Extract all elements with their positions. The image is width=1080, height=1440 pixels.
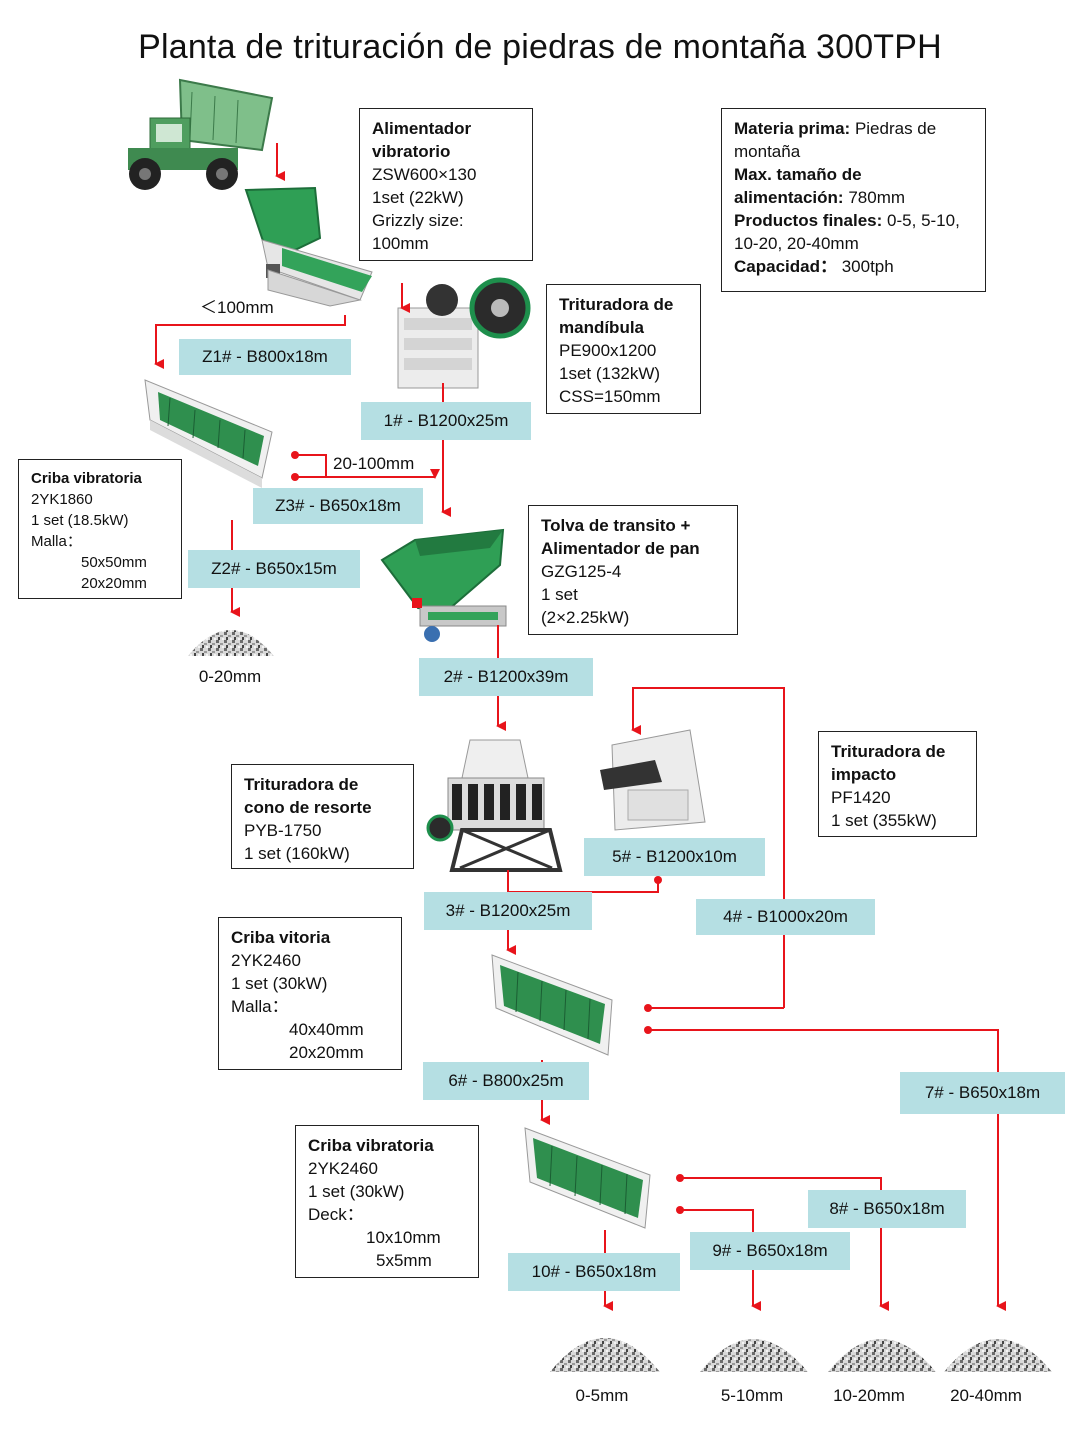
hopper-pan-feeder-icon	[380, 528, 507, 642]
range-20-100-label: 20-100mm	[333, 454, 415, 473]
impact-crusher-info-box: Trituradora de impacto PF1420 1 set (355…	[818, 731, 977, 837]
impact-name: Trituradora de impacto	[831, 742, 946, 784]
screen2-model: 2YK2460	[231, 951, 301, 970]
cone-name: Trituradora de cono de resorte	[244, 775, 372, 817]
capacity-value: 300tph	[841, 257, 894, 276]
max-size-label: Max. tamaño de alimentación:	[734, 165, 862, 207]
belt-1: 1# - B1200x25m	[361, 402, 531, 440]
belt-10: 10# - B650x18m	[508, 1253, 680, 1291]
gravel-pile-0-20-icon	[188, 630, 274, 656]
screen3-deck-1: 10x10mm	[366, 1228, 441, 1247]
gravel-pile-5-10-icon	[700, 1339, 808, 1372]
feeder-grizzly-size: 100mm	[372, 234, 429, 253]
gravel-pile-10-20-icon	[828, 1339, 936, 1372]
screen3-model: 2YK2460	[308, 1159, 378, 1178]
belt-5: 5# - B1200x10m	[584, 838, 765, 876]
cone-power: 1 set (160kW)	[244, 844, 350, 863]
gravel-pile-0-5-icon	[550, 1338, 660, 1372]
vibrating-screen-2-icon	[491, 954, 613, 1056]
belt-3: 3# - B1200x25m	[424, 892, 592, 930]
screen2-mesh-2: 20x20mm	[289, 1043, 364, 1062]
screen3-info-box: Criba vibratoria 2YK2460 1 set (30kW) De…	[295, 1125, 479, 1278]
page-title: Planta de trituración de piedras de mont…	[138, 28, 942, 66]
belt-6: 6# - B800x25m	[423, 1062, 589, 1100]
cone-crusher-icon	[426, 739, 563, 872]
impact-model: PF1420	[831, 788, 891, 807]
max-size-value: 780mm	[848, 188, 906, 207]
capacity-label: Capacidad：	[734, 257, 837, 276]
belt-8: 8# - B650x18m	[808, 1190, 966, 1228]
jaw-power: 1set (132kW)	[559, 364, 661, 383]
belt-7: 7# - B650x18m	[900, 1072, 1065, 1114]
vibrating-screen-3-icon	[524, 1127, 651, 1229]
belt-z3: Z3# - B650x18m	[253, 488, 423, 524]
feeder-name: Alimentador vibratorio	[372, 119, 472, 161]
cone-model: PYB-1750	[244, 821, 322, 840]
raw-material-info-box: Materia prima: Piedras de montaña Max. t…	[721, 108, 986, 292]
screen1-name: Criba vibratoria	[31, 470, 142, 487]
hopper-power: (2×2.25kW)	[541, 608, 630, 627]
product-label-10-20: 10-20mm	[833, 1386, 905, 1405]
feeder-grizzly-label: Grizzly size:	[372, 211, 464, 230]
screen1-model: 2YK1860	[31, 491, 93, 508]
screen3-name: Criba vibratoria	[308, 1136, 434, 1155]
belt-4: 4# - B1000x20m	[696, 899, 875, 935]
product-label-5-10: 5-10mm	[720, 1386, 784, 1405]
gravel-pile-20-40-icon	[944, 1339, 1052, 1372]
feeder-size-label: ＜100mm	[200, 298, 274, 317]
screen3-power: 1 set (30kW)	[308, 1182, 405, 1201]
vibrating-feeder-icon	[244, 186, 373, 307]
feeder-model: ZSW600×130	[372, 165, 477, 184]
screen1-mesh-label: Malla：	[31, 533, 82, 550]
jaw-name: Trituradora de mandíbula	[559, 295, 674, 337]
screen2-power: 1 set (30kW)	[231, 974, 328, 993]
screen2-mesh-label: Malla：	[231, 997, 289, 1016]
feeder-info-box: Alimentador vibratorio ZSW600×130 1set (…	[359, 108, 533, 261]
hopper-name: Tolva de transito + Alimentador de pan	[541, 516, 700, 558]
jaw-model: PE900x1200	[559, 341, 657, 360]
screen3-deck-label: Deck：	[308, 1205, 364, 1224]
jaw-crusher-info-box: Trituradora de mandíbula PE900x1200 1set…	[546, 284, 701, 414]
hopper-info-box: Tolva de transito + Alimentador de pan G…	[528, 505, 738, 635]
vibrating-screen-1-icon	[144, 379, 273, 488]
jaw-crusher-icon	[397, 277, 531, 389]
jaw-css: CSS=150mm	[559, 387, 661, 406]
hopper-qty: 1 set	[541, 585, 578, 604]
product-label-0-20: 0-20mm	[198, 667, 262, 686]
products-label: Productos finales:	[734, 211, 883, 230]
impact-crusher-icon	[600, 729, 706, 831]
impact-power: 1 set (355kW)	[831, 811, 937, 830]
screen2-name: Criba vitoria	[231, 928, 331, 947]
screen3-deck-2: 5x5mm	[376, 1251, 432, 1270]
belt-z2: Z2# - B650x15m	[188, 550, 360, 588]
screen1-info-box: Criba vibratoria 2YK1860 1 set (18.5kW) …	[18, 459, 182, 599]
flow-dots	[291, 451, 684, 1214]
product-label-0-5: 0-5mm	[575, 1386, 629, 1405]
belt-z1: Z1# - B800x18m	[179, 339, 351, 375]
feeder-power: 1set (22kW)	[372, 188, 464, 207]
products-value: 0-5, 5-10, 10-20, 20-40mm	[734, 211, 960, 253]
belt-2: 2# - B1200x39m	[419, 658, 593, 696]
screen1-mesh-1: 50x50mm	[81, 554, 147, 571]
screen2-mesh-1: 40x40mm	[289, 1020, 364, 1039]
hopper-model: GZG125-4	[541, 562, 622, 581]
cone-crusher-info-box: Trituradora de cono de resorte PYB-1750 …	[231, 764, 414, 869]
materia-value: Piedras de montaña	[734, 119, 937, 161]
screen1-power: 1 set (18.5kW)	[31, 512, 129, 529]
screen1-mesh-2: 20x20mm	[81, 575, 147, 592]
materia-label: Materia prima:	[734, 119, 851, 138]
product-label-20-40: 20-40mm	[950, 1386, 1022, 1405]
dump-truck-icon	[128, 78, 274, 190]
belt-9: 9# - B650x18m	[690, 1232, 850, 1270]
screen2-info-box: Criba vitoria 2YK2460 1 set (30kW) Malla…	[218, 917, 402, 1070]
